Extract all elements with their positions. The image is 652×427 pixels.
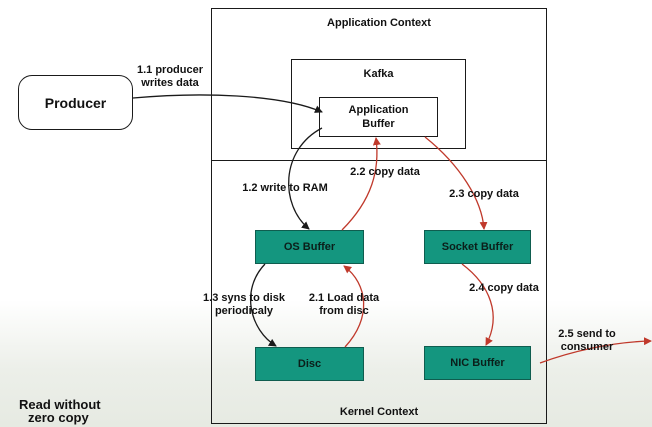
edge-label-2-1-line2: from disc — [319, 305, 369, 317]
socket-buffer-label: Socket Buffer — [441, 241, 514, 253]
disc-box: Disc — [255, 347, 364, 381]
edge-label-2-3: 2.3 copy data — [449, 188, 519, 200]
arrow-1-2 — [288, 127, 323, 230]
caption-line1: Read without — [19, 397, 101, 412]
edge-label-1-3-line2: periodicaly — [214, 305, 274, 317]
disc-label: Disc — [297, 358, 322, 370]
edge-label-1-1-line1: 1.1 producer — [136, 64, 204, 76]
edge-label-1-2: 1.2 write to RAM — [242, 182, 328, 194]
producer-label: Producer — [44, 94, 107, 111]
arrow-2-3 — [424, 136, 488, 230]
arrow-2-2 — [341, 137, 381, 231]
nic-buffer-label: NIC Buffer — [450, 357, 505, 369]
arrow-2-5 — [539, 337, 652, 364]
edge-label-1-3: 1.3 syns to disk periodicaly — [196, 292, 292, 318]
application-buffer-label: Application Buffer — [348, 104, 409, 130]
edge-label-2-5-line2: consumer — [560, 341, 614, 353]
caption-line2: zero copy — [28, 410, 89, 425]
edge-label-2-2: 2.2 copy data — [350, 166, 420, 178]
edge-label-1-1: 1.1 producer writes data — [128, 64, 212, 90]
caption-title: Read without zero copy — [19, 398, 101, 424]
edge-label-2-1-line1: 2.1 Load data — [308, 292, 380, 304]
arrow-1-1 — [132, 94, 323, 113]
os-buffer-label: OS Buffer — [283, 241, 336, 253]
arrow-1-3 — [250, 263, 277, 347]
application-context-label: Application Context — [327, 17, 431, 29]
kafka-label: Kafka — [363, 68, 394, 80]
edge-label-2-5: 2.5 send to consumer — [552, 328, 622, 354]
context-frame — [211, 8, 547, 424]
arrow-2-4 — [461, 263, 494, 346]
edge-label-2-1: 2.1 Load data from disc — [300, 292, 388, 318]
socket-buffer-box: Socket Buffer — [424, 230, 531, 264]
producer-box: Producer — [18, 75, 133, 130]
application-buffer-box: Application Buffer — [319, 97, 438, 137]
nic-buffer-box: NIC Buffer — [424, 346, 531, 380]
context-divider — [211, 160, 547, 161]
edge-label-1-3-line1: 1.3 syns to disk — [203, 292, 285, 304]
os-buffer-box: OS Buffer — [255, 230, 364, 264]
edge-label-1-1-line2: writes data — [141, 77, 199, 89]
kernel-context-label: Kernel Context — [339, 406, 419, 418]
arrow-2-1 — [343, 265, 365, 348]
edge-label-2-4: 2.4 copy data — [469, 282, 539, 294]
edge-label-2-5-line1: 2.5 send to — [558, 328, 616, 340]
